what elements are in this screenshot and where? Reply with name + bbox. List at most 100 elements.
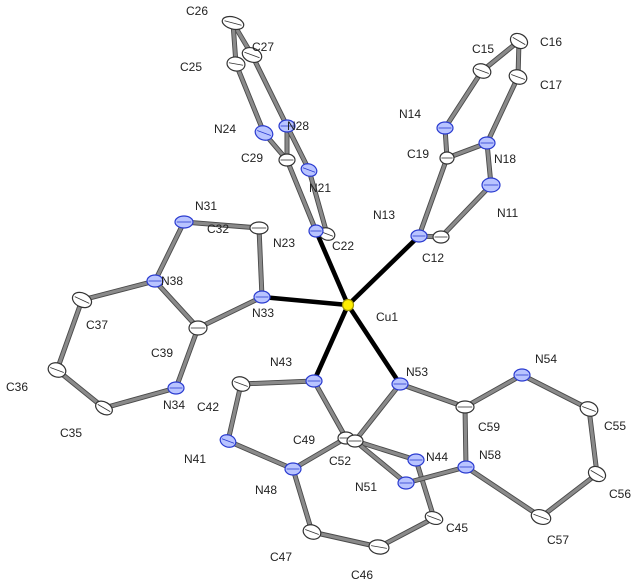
atom-label-c59: C59: [478, 420, 500, 434]
bond-N54-C55: [520, 373, 591, 411]
bond-layer: [54, 20, 600, 550]
atom-c35-octant: [97, 404, 111, 412]
atom-c17-octant: [511, 74, 525, 80]
atom-c25-octant: [228, 62, 244, 66]
bond-C47-C46: [310, 530, 381, 549]
bond-C55-C56: [587, 407, 599, 476]
atom-label-c46: C46: [351, 568, 373, 579]
bond-C27-N28: [250, 53, 289, 128]
atom-layer: [47, 15, 607, 555]
atom-label-c42: C42: [197, 400, 219, 414]
bond-C25-N24: [234, 62, 266, 135]
atom-label-n13: N13: [373, 208, 395, 222]
atom-n21-octant: [302, 167, 316, 173]
bond-N38-C37: [80, 279, 157, 302]
atom-label-c37: C37: [86, 318, 108, 332]
atom-c47-octant: [305, 529, 319, 535]
bond-C15-N14: [443, 69, 484, 130]
atom-c56-octant: [590, 470, 604, 478]
bond-N11-C12: [439, 183, 493, 239]
bond-C17-N18: [485, 75, 520, 145]
atom-label-c56: C56: [609, 487, 631, 501]
atom-label-n41: N41: [184, 452, 206, 466]
atom-label-n18: N18: [494, 152, 516, 166]
bond-C52-N51: [353, 439, 408, 485]
atom-label-n54: N54: [535, 352, 557, 366]
atom-label-n21: N21: [309, 181, 331, 195]
atom-label-c45: C45: [446, 521, 468, 535]
bond-C35-N34: [102, 386, 178, 410]
atom-label-c47: C47: [270, 550, 292, 564]
atom-label-n53: N53: [406, 365, 428, 379]
bond-Cu1-N23: [313, 228, 351, 308]
bond-Cu1-N13: [345, 233, 422, 308]
atom-label-n48: N48: [255, 483, 277, 497]
bond-N41-N48: [226, 439, 295, 471]
atom-label-c32: C32: [207, 222, 229, 236]
atom-label-n44: N44: [426, 450, 448, 464]
atom-label-n11: N11: [497, 206, 518, 220]
bond-Cu1-N43: [311, 302, 351, 384]
atom-n24-octant: [257, 130, 271, 136]
bond-C39-N33: [196, 295, 264, 330]
atom-c46-octant: [371, 545, 387, 549]
atom-label-n34: N34: [163, 398, 185, 412]
bond-N43-C42: [239, 379, 316, 386]
bond-Cu1-N33: [259, 294, 351, 308]
atom-n41-octant: [221, 438, 235, 444]
atom-label-c29: C29: [241, 151, 263, 165]
bond-N48-C49: [291, 436, 348, 471]
bond-C36-C35: [55, 368, 106, 410]
bond-N31-N38: [153, 220, 186, 283]
atom-label-c22: C22: [332, 239, 354, 253]
atom-c45-octant: [427, 515, 441, 521]
bond-N58-C59: [463, 405, 468, 469]
atom-label-c17: C17: [540, 78, 562, 92]
bond-C46-C45: [377, 516, 436, 549]
atom-label-c19: C19: [407, 147, 429, 161]
bond-N34-C39: [174, 326, 200, 390]
atom-c37-octant: [74, 296, 90, 304]
atom-label-c27: C27: [252, 40, 274, 54]
atom-label-c52: C52: [329, 454, 351, 468]
atom-label-c55: C55: [604, 419, 626, 433]
atom-label-n51: N51: [355, 480, 377, 494]
atom-label-c12: C12: [422, 251, 444, 265]
bond-N53-C52: [353, 382, 402, 443]
bond-N28-N21: [285, 124, 311, 172]
atom-c16-octant: [512, 37, 526, 45]
bond-C29-N23: [285, 158, 318, 233]
atom-label-c57: C57: [547, 533, 569, 547]
atom-label-n43: N43: [270, 355, 292, 369]
bond-N51-N58: [404, 465, 468, 485]
atom-label-c35: C35: [60, 426, 82, 440]
atom-c36-octant: [50, 367, 64, 373]
atom-label-n31: N31: [195, 199, 217, 213]
bond-C42-N41: [226, 382, 243, 443]
atom-label-c49: C49: [293, 433, 315, 447]
bond-N38-C39: [153, 279, 200, 330]
bond-C45-N44: [414, 458, 436, 520]
bond-C59-N53: [398, 382, 467, 409]
atom-c55-octant: [582, 406, 596, 412]
atom-c57-octant: [533, 513, 549, 521]
bond-C57-N58: [464, 465, 543, 519]
atom-c15-octant: [475, 68, 489, 74]
bond-N21-C22: [307, 168, 329, 236]
atom-label-n23: N23: [273, 236, 295, 250]
atom-label-c39: C39: [151, 346, 173, 360]
atom-label-c25: C25: [180, 60, 202, 74]
bond-C56-C57: [539, 472, 599, 519]
bond-Cu1-N53: [345, 302, 403, 387]
atom-label-n24: N24: [214, 122, 236, 136]
atom-label-c16: C16: [540, 35, 562, 49]
bond-C59-N54: [463, 373, 524, 409]
atom-label-n28: N28: [287, 119, 309, 133]
bond-C32-N33: [257, 226, 264, 299]
atom-cu1: [341, 298, 355, 312]
bond-N31-C32: [182, 220, 261, 230]
atom-label-c36: C36: [6, 380, 28, 394]
bond-N48-C47: [291, 467, 314, 534]
atom-label-n58: N58: [479, 448, 501, 462]
atom-label-n14: N14: [399, 107, 421, 121]
